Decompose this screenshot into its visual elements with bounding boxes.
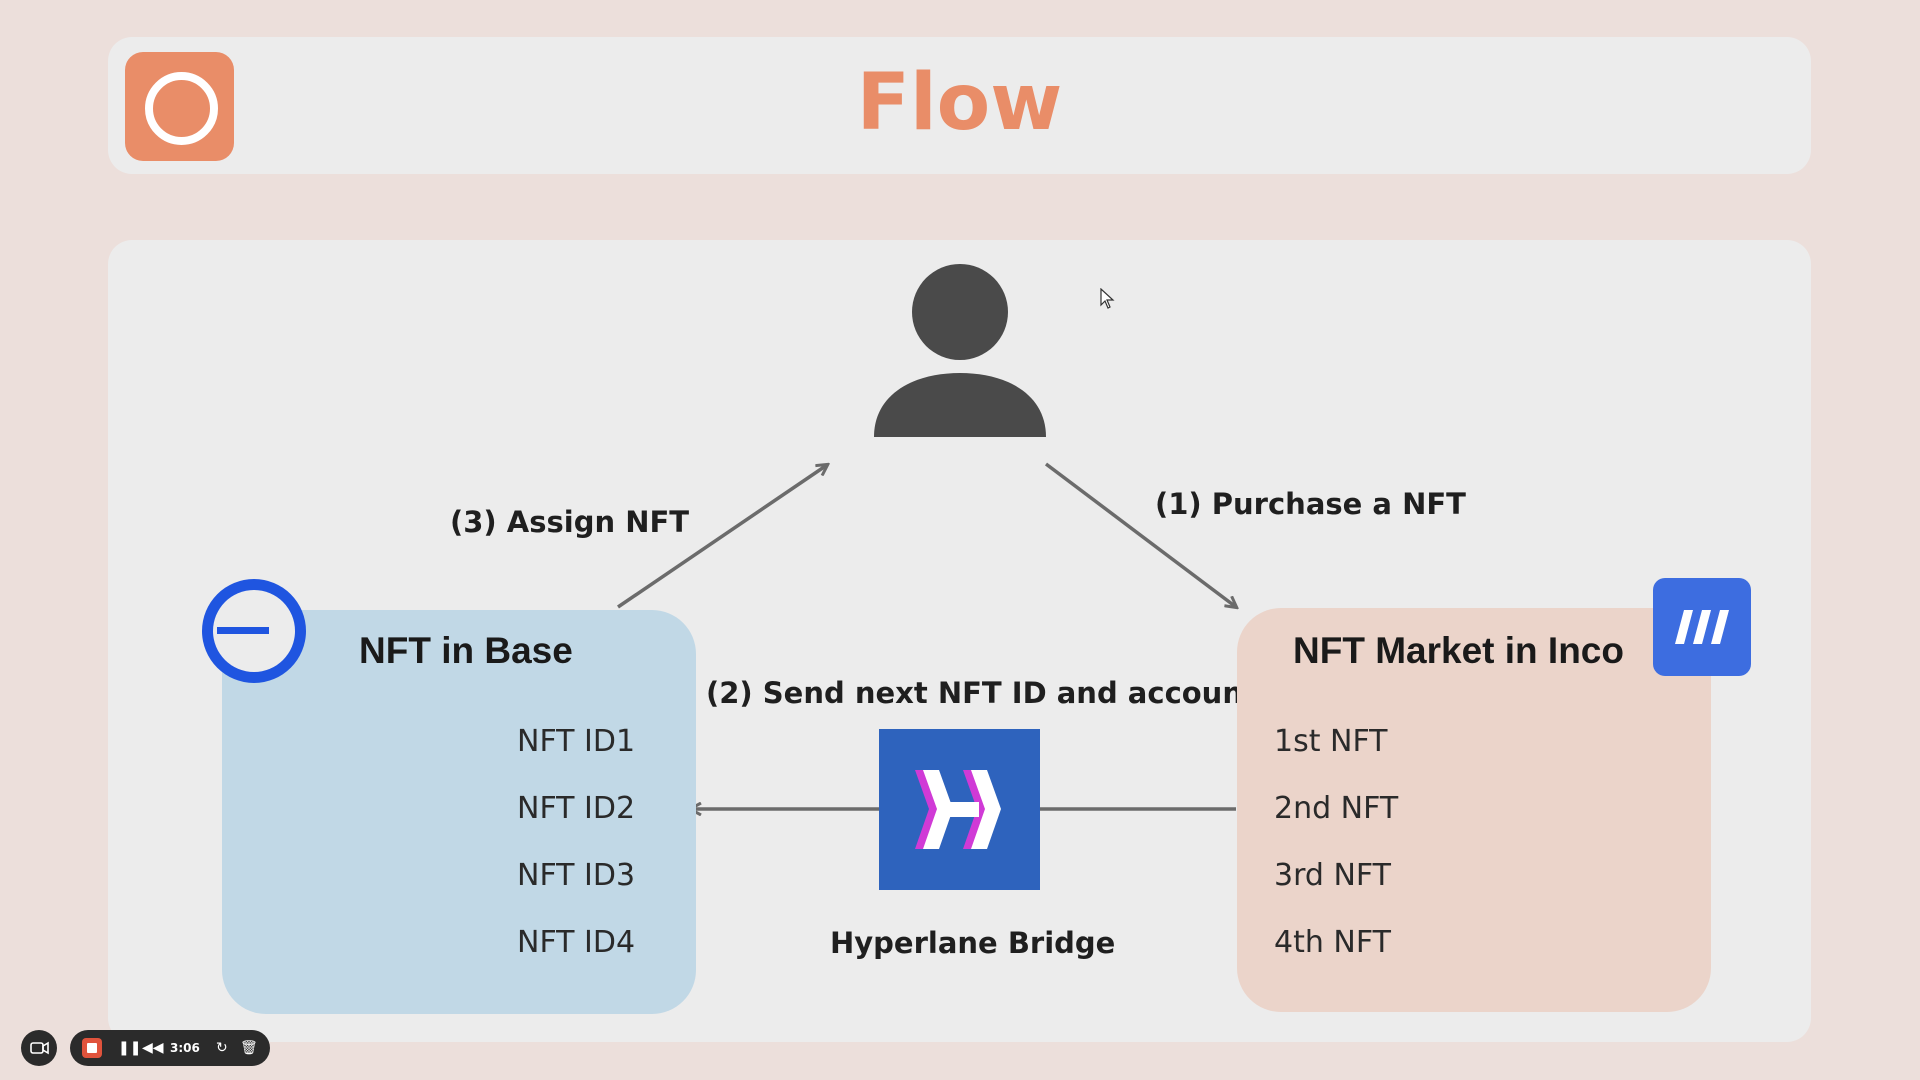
- delete-icon[interactable]: 🗑: [240, 1040, 258, 1056]
- base-panel: [222, 610, 696, 1014]
- circle-ring-logo-icon: [125, 52, 234, 161]
- camera-toggle-button[interactable]: [21, 1030, 57, 1066]
- mouse-cursor-icon: [1100, 288, 1115, 309]
- market-panel: [1237, 608, 1711, 1012]
- stop-recording-button[interactable]: [82, 1038, 102, 1058]
- base-item: NFT ID3: [517, 858, 636, 893]
- purchase-arrow: [1044, 462, 1236, 607]
- base-panel-title: NFT in Base: [359, 630, 573, 671]
- base-item: NFT ID2: [517, 791, 636, 826]
- market-panel-title: NFT Market in Inco: [1293, 630, 1624, 671]
- step-assign-label: (3) Assign NFT: [450, 505, 690, 539]
- recording-time: 3:06: [170, 1041, 200, 1055]
- camera-icon: [30, 1041, 49, 1055]
- header-bar: Flow: [108, 37, 1811, 174]
- base-item: NFT ID4: [517, 925, 636, 960]
- recording-toolbar: ❚❚ ◀◀ 3:06 ↻ 🗑: [70, 1030, 270, 1066]
- hyperlane-logo-icon: [879, 729, 1040, 890]
- page-title: Flow: [856, 58, 1063, 148]
- inco-logo-icon: [1653, 578, 1751, 676]
- market-item: 2nd NFT: [1274, 791, 1399, 826]
- user-silhouette-icon: [874, 264, 1046, 437]
- bridge-label: Hyperlane Bridge: [830, 926, 1116, 960]
- market-item: 4th NFT: [1274, 925, 1391, 960]
- step-purchase-label: (1) Purchase a NFT: [1155, 487, 1466, 521]
- base-item: NFT ID1: [517, 724, 636, 759]
- market-item: 1st NFT: [1274, 724, 1388, 759]
- pause-icon[interactable]: ❚❚: [118, 1040, 142, 1056]
- restart-icon[interactable]: ↻: [216, 1040, 228, 1056]
- assign-arrow: [617, 465, 827, 609]
- market-item: 3rd NFT: [1274, 858, 1391, 893]
- step-send-label: (2) Send next NFT ID and account: [706, 676, 1257, 710]
- rewind-icon[interactable]: ◀◀: [142, 1040, 164, 1056]
- base-logo-icon: [202, 579, 306, 683]
